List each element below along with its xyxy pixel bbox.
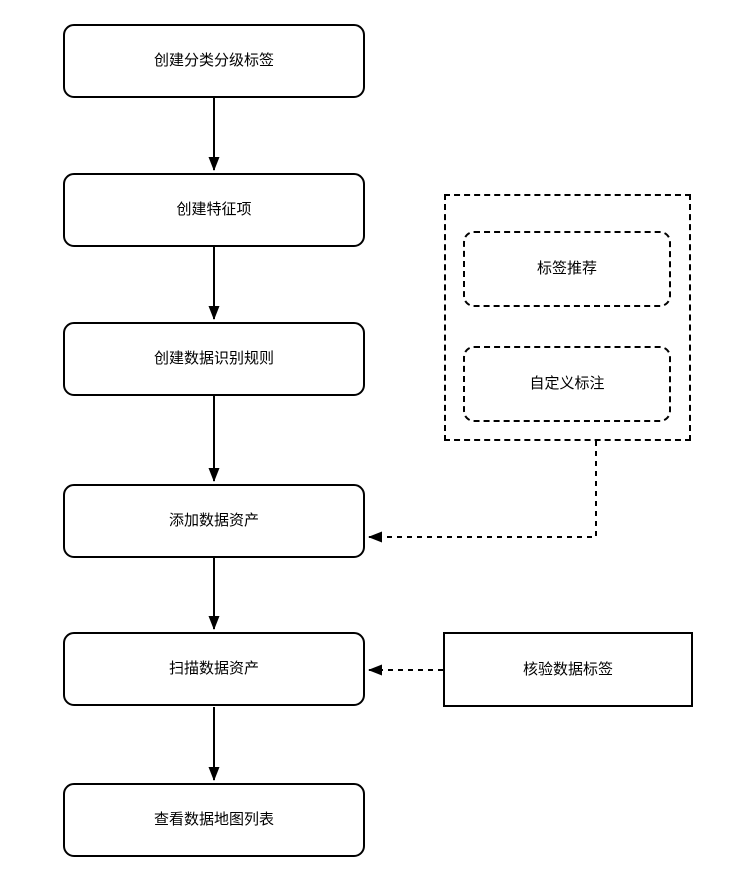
flow-node-create-classification-labels: 创建分类分级标签	[63, 24, 365, 98]
verify-node-label: 核验数据标签	[522, 660, 613, 678]
group-node-label: 标签推荐	[536, 260, 597, 277]
group-node-label: 自定义标注	[529, 375, 605, 392]
flow-node-label: 创建数据识别规则	[153, 350, 274, 367]
flow-node-label: 创建分类分级标签	[153, 52, 274, 69]
flow-node-view-data-map-list: 查看数据地图列表	[63, 783, 365, 857]
node-verify-data-labels: 核验数据标签	[443, 632, 693, 707]
group-node-custom-annotation: 自定义标注	[463, 346, 671, 422]
flow-node-label: 扫描数据资产	[168, 660, 259, 677]
flow-node-label: 创建特征项	[176, 201, 252, 218]
annotation-group-container	[444, 194, 691, 441]
group-node-label-recommendation: 标签推荐	[463, 231, 671, 307]
flow-node-add-data-assets: 添加数据资产	[63, 484, 365, 558]
flow-node-scan-data-assets: 扫描数据资产	[63, 632, 365, 706]
flow-node-label: 查看数据地图列表	[153, 811, 274, 828]
dashed-arrow-group-to-add-assets	[368, 441, 597, 543]
flow-node-label: 添加数据资产	[168, 512, 259, 529]
flow-node-create-feature-items: 创建特征项	[63, 173, 365, 247]
flow-node-create-data-recognition-rules: 创建数据识别规则	[63, 322, 365, 396]
